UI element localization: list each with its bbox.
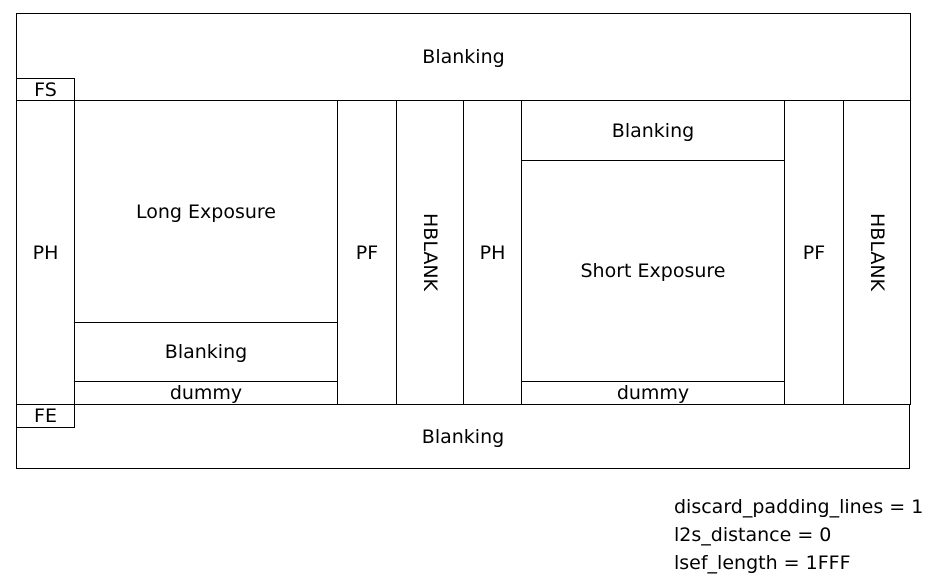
frame-start-label: FS (16, 78, 75, 101)
long-blanking: Blanking (74, 322, 338, 382)
short-packet-footer: PF (784, 100, 844, 405)
long-hblank: HBLANK (396, 100, 464, 405)
long-exposure-region: Long Exposure (74, 100, 338, 323)
long-hblank-label: HBLANK (419, 213, 441, 292)
frame-end-label: FE (16, 404, 75, 428)
long-packet-header: PH (16, 100, 75, 405)
long-packet-footer: PF (337, 100, 397, 405)
top-blanking: Blanking (16, 13, 911, 101)
note-lsef-length: lsef_length = 1FFF (674, 552, 851, 574)
short-dummy: dummy (521, 381, 785, 405)
short-exposure-region: Short Exposure (521, 160, 785, 382)
parameter-notes: discard_padding_lines = 1 l2s_distance =… (674, 493, 923, 577)
long-dummy: dummy (74, 381, 338, 405)
note-discard-padding-lines: discard_padding_lines = 1 (674, 496, 924, 518)
note-l2s-distance: l2s_distance = 0 (674, 524, 832, 546)
short-packet-header: PH (463, 100, 522, 405)
short-blanking: Blanking (521, 100, 785, 161)
short-hblank: HBLANK (843, 100, 911, 405)
short-hblank-label: HBLANK (866, 213, 888, 292)
bottom-blanking: Blanking (16, 404, 910, 469)
